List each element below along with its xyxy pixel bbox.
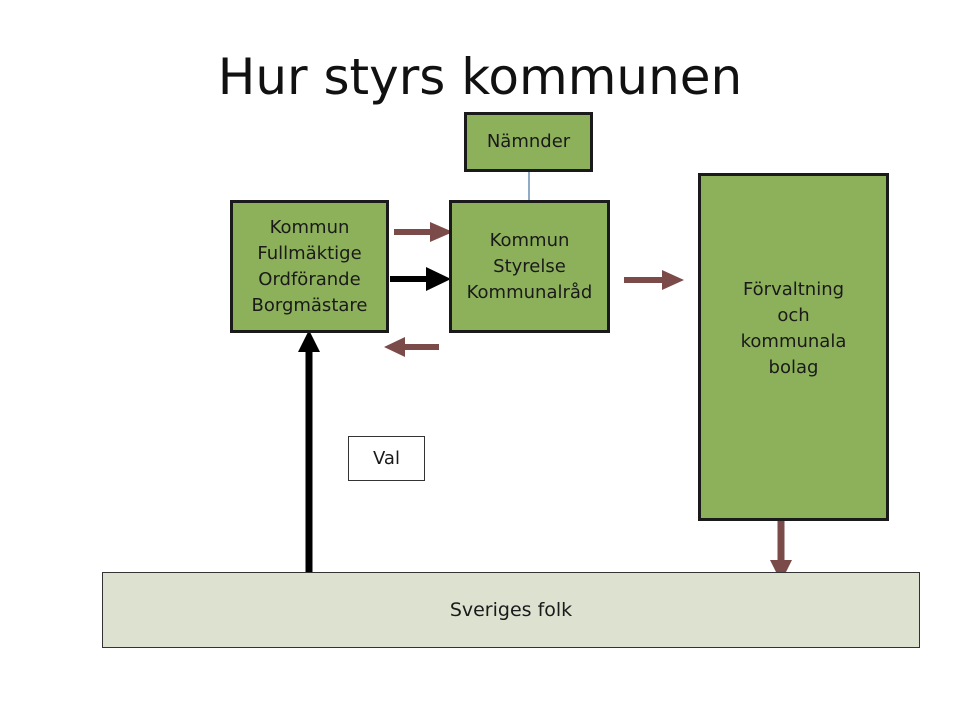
fullmaktige-line-2: Fullmäktige — [257, 242, 362, 264]
namnder-line-1: Nämnder — [486, 131, 571, 152]
arrow-folk-to-fullmaktige — [298, 330, 320, 578]
forvaltning-line-2: och — [777, 305, 810, 326]
sveriges-folk-label: Sveriges folk — [449, 599, 573, 621]
forvaltning-line-4: bolag — [768, 357, 819, 378]
fullmaktige-box: Kommun Fullmäktige Ordförande Borgmästar… — [230, 200, 389, 333]
slide-title: Hur styrs kommunen — [217, 48, 743, 106]
arrow-styrelse-to-fullmaktige — [384, 337, 439, 357]
arrow-forvaltning-to-folk — [770, 521, 792, 582]
fullmaktige-line-3: Ordförande — [258, 268, 361, 290]
arrow-styrelse-to-forvaltning — [624, 270, 684, 290]
styrelse-line-3: Kommunalråd — [466, 281, 593, 303]
styrelse-line-1: Kommun — [489, 229, 570, 251]
fullmaktige-line-1: Kommun — [269, 216, 350, 238]
forvaltning-text: Förvaltning och kommunala bolag — [741, 277, 847, 381]
arrow-black-fullmaktige-to-styrelse — [390, 267, 451, 291]
fullmaktige-line-4: Borgmästare — [251, 294, 368, 316]
namnder-box: Nämnder — [464, 112, 593, 172]
val-label: Val — [373, 447, 400, 469]
namnder-text: Nämnder — [487, 129, 570, 155]
forvaltning-line-3: kommunala — [740, 331, 847, 352]
styrelse-box: Kommun Styrelse Kommunalråd — [449, 200, 610, 333]
sveriges-folk-box: Sveriges folk — [102, 572, 920, 648]
forvaltning-box: Förvaltning och kommunala bolag — [698, 173, 889, 521]
styrelse-text: Kommun Styrelse Kommunalråd — [467, 228, 593, 306]
forvaltning-line-1: Förvaltning — [742, 279, 845, 300]
arrow-fullmaktige-to-styrelse — [394, 222, 453, 242]
val-box: Val — [348, 436, 425, 481]
styrelse-line-2: Styrelse — [493, 255, 566, 277]
fullmaktige-text: Kommun Fullmäktige Ordförande Borgmästar… — [252, 215, 368, 319]
